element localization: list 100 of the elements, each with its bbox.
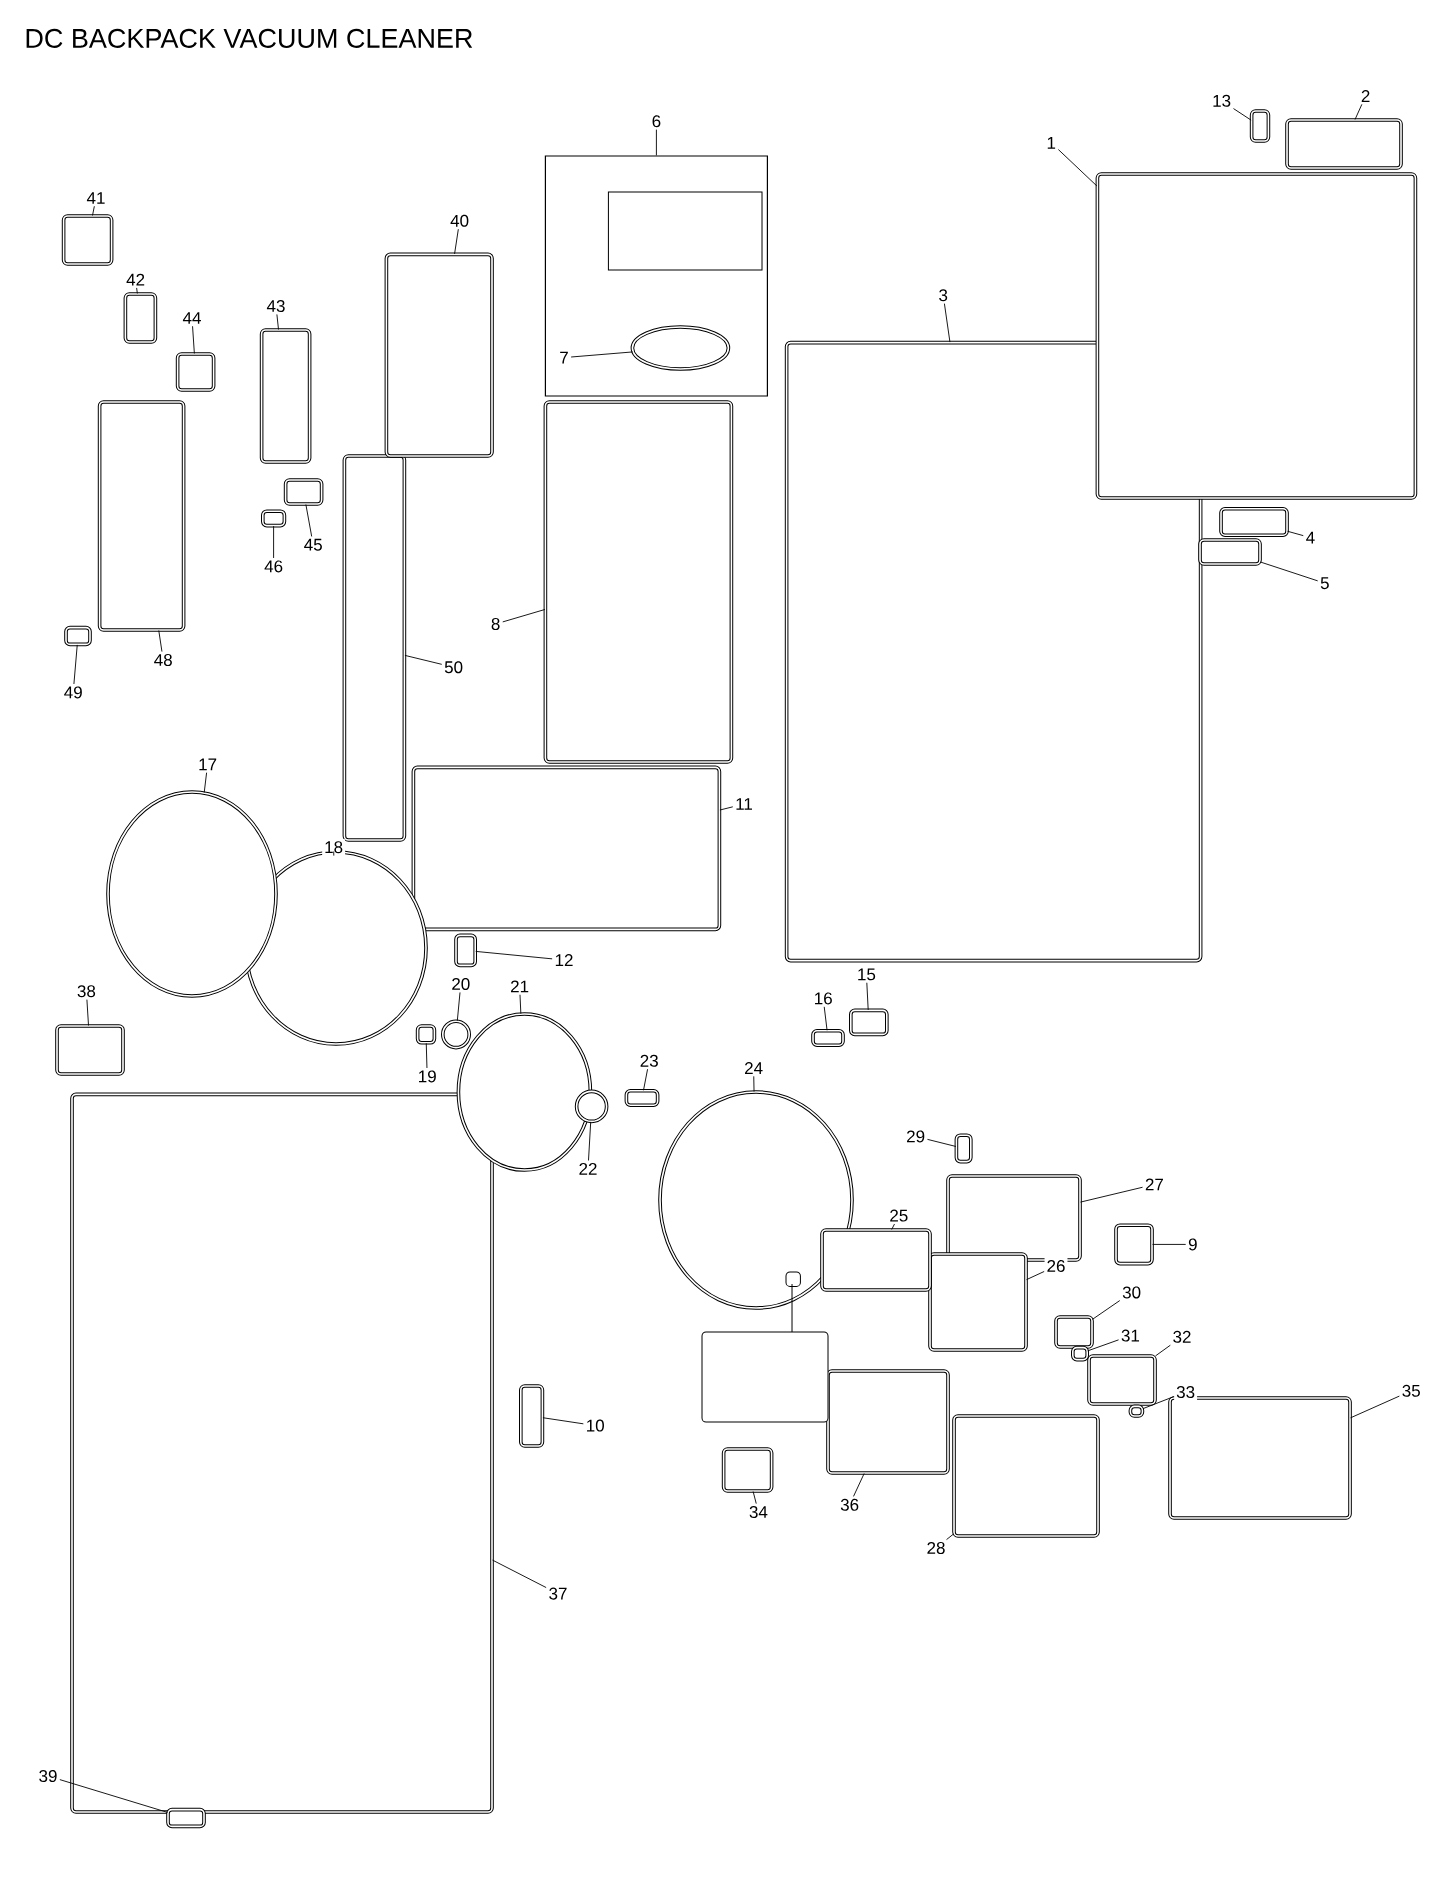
part-outline	[1168, 1396, 1352, 1520]
part-outline	[261, 509, 287, 528]
leader-line	[492, 1559, 547, 1588]
callout-number: 49	[61, 684, 85, 701]
callout-number: 17	[196, 756, 220, 773]
callout-number: 43	[264, 298, 288, 314]
leader-line	[158, 630, 163, 653]
part-outline	[97, 400, 186, 632]
part-outline	[784, 340, 1203, 963]
callout-number: 11	[733, 796, 755, 812]
leader-line	[502, 609, 546, 623]
leader-line	[456, 991, 461, 1022]
callout-number: 27	[1142, 1176, 1166, 1193]
callout-number: 46	[262, 558, 286, 575]
part-outline	[1285, 118, 1403, 170]
leader-line	[1092, 1300, 1121, 1320]
part-outline	[64, 625, 92, 647]
callout-number: 2	[1358, 88, 1373, 104]
leader-line	[192, 325, 195, 354]
part-outline	[1198, 538, 1262, 566]
callout-number: 4	[1303, 529, 1318, 546]
callout-number: 50	[442, 659, 466, 676]
leader-line	[891, 1223, 895, 1230]
part-outline	[1114, 1223, 1154, 1266]
part-outline	[849, 1008, 889, 1037]
callout-number: 34	[746, 1504, 770, 1521]
callout-number: 28	[924, 1540, 948, 1557]
leader-line	[1155, 1344, 1171, 1357]
leader-line	[73, 644, 78, 685]
part-outline	[630, 325, 731, 371]
part-outline	[1071, 1345, 1089, 1362]
part-outline	[820, 1228, 932, 1292]
callout-number: 10	[583, 1417, 607, 1434]
part-outline	[411, 765, 722, 932]
leader-line	[753, 1075, 755, 1092]
callout-number: 6	[649, 113, 664, 130]
callout-number: 13	[1210, 92, 1234, 109]
leader-line	[588, 1121, 592, 1161]
callout-number: 45	[301, 536, 325, 553]
callout-number: 36	[838, 1496, 862, 1513]
leader-line	[927, 1138, 957, 1147]
part-outline	[928, 1252, 1028, 1352]
callout-number: 42	[124, 271, 148, 288]
part-outline	[454, 933, 477, 968]
leader-line	[136, 287, 138, 294]
part-outline	[123, 292, 158, 344]
callout-number: 40	[448, 212, 472, 229]
callout-number: 5	[1318, 575, 1332, 592]
leader-line	[1287, 530, 1304, 537]
part-outline	[1219, 507, 1289, 537]
part-outline	[1249, 109, 1271, 143]
leader-line	[853, 1473, 865, 1497]
leader-line	[1260, 561, 1319, 582]
part-outline	[1054, 1315, 1094, 1349]
part-outline	[106, 790, 278, 998]
leader-line	[866, 982, 869, 1011]
leader-line	[404, 654, 443, 665]
leader-line	[1354, 103, 1363, 120]
leader-line	[1057, 149, 1098, 187]
leader-line	[1087, 1339, 1119, 1352]
part-outline	[811, 1029, 845, 1047]
callout-number: 1	[1044, 134, 1058, 151]
part-outline	[175, 352, 216, 392]
leader-line	[305, 504, 313, 537]
leader-line	[823, 1006, 828, 1031]
callout-number: 12	[552, 952, 576, 968]
callout-number: 35	[1399, 1382, 1423, 1399]
callout-number: 32	[1170, 1328, 1194, 1345]
part-outline	[259, 328, 312, 464]
part-outline	[166, 1807, 206, 1829]
leader-line	[1350, 1395, 1400, 1419]
callout-number: 25	[887, 1207, 911, 1224]
part-outline	[1087, 1354, 1157, 1406]
leader-line	[655, 129, 657, 156]
part-outline	[946, 1174, 1082, 1262]
callout-number: 23	[637, 1052, 661, 1069]
callout-number: 18	[322, 839, 346, 856]
part-outline	[283, 478, 324, 506]
part-outline	[342, 454, 407, 842]
part-outline	[952, 1414, 1100, 1538]
leader-line	[1080, 1186, 1143, 1203]
callout-number: 15	[854, 966, 878, 983]
callout-number: 31	[1118, 1327, 1142, 1344]
leader-line	[943, 303, 951, 343]
part-outline	[70, 1092, 494, 1814]
part-outline	[55, 1024, 125, 1076]
part-outline	[441, 1019, 471, 1050]
callout-number: 33	[1174, 1384, 1198, 1401]
callout-number: 21	[508, 978, 532, 995]
callout-number: 8	[488, 616, 503, 632]
part-outline	[415, 1024, 437, 1045]
leader-line	[86, 999, 89, 1026]
callout-number: 41	[84, 190, 108, 206]
part-outline	[1095, 172, 1418, 500]
part-outline	[658, 1090, 854, 1310]
callout-number: 24	[742, 1060, 766, 1076]
leader-line	[475, 950, 553, 960]
leader-line	[570, 351, 634, 358]
callout-number: 9	[1186, 1236, 1200, 1253]
leader-line	[276, 313, 279, 330]
